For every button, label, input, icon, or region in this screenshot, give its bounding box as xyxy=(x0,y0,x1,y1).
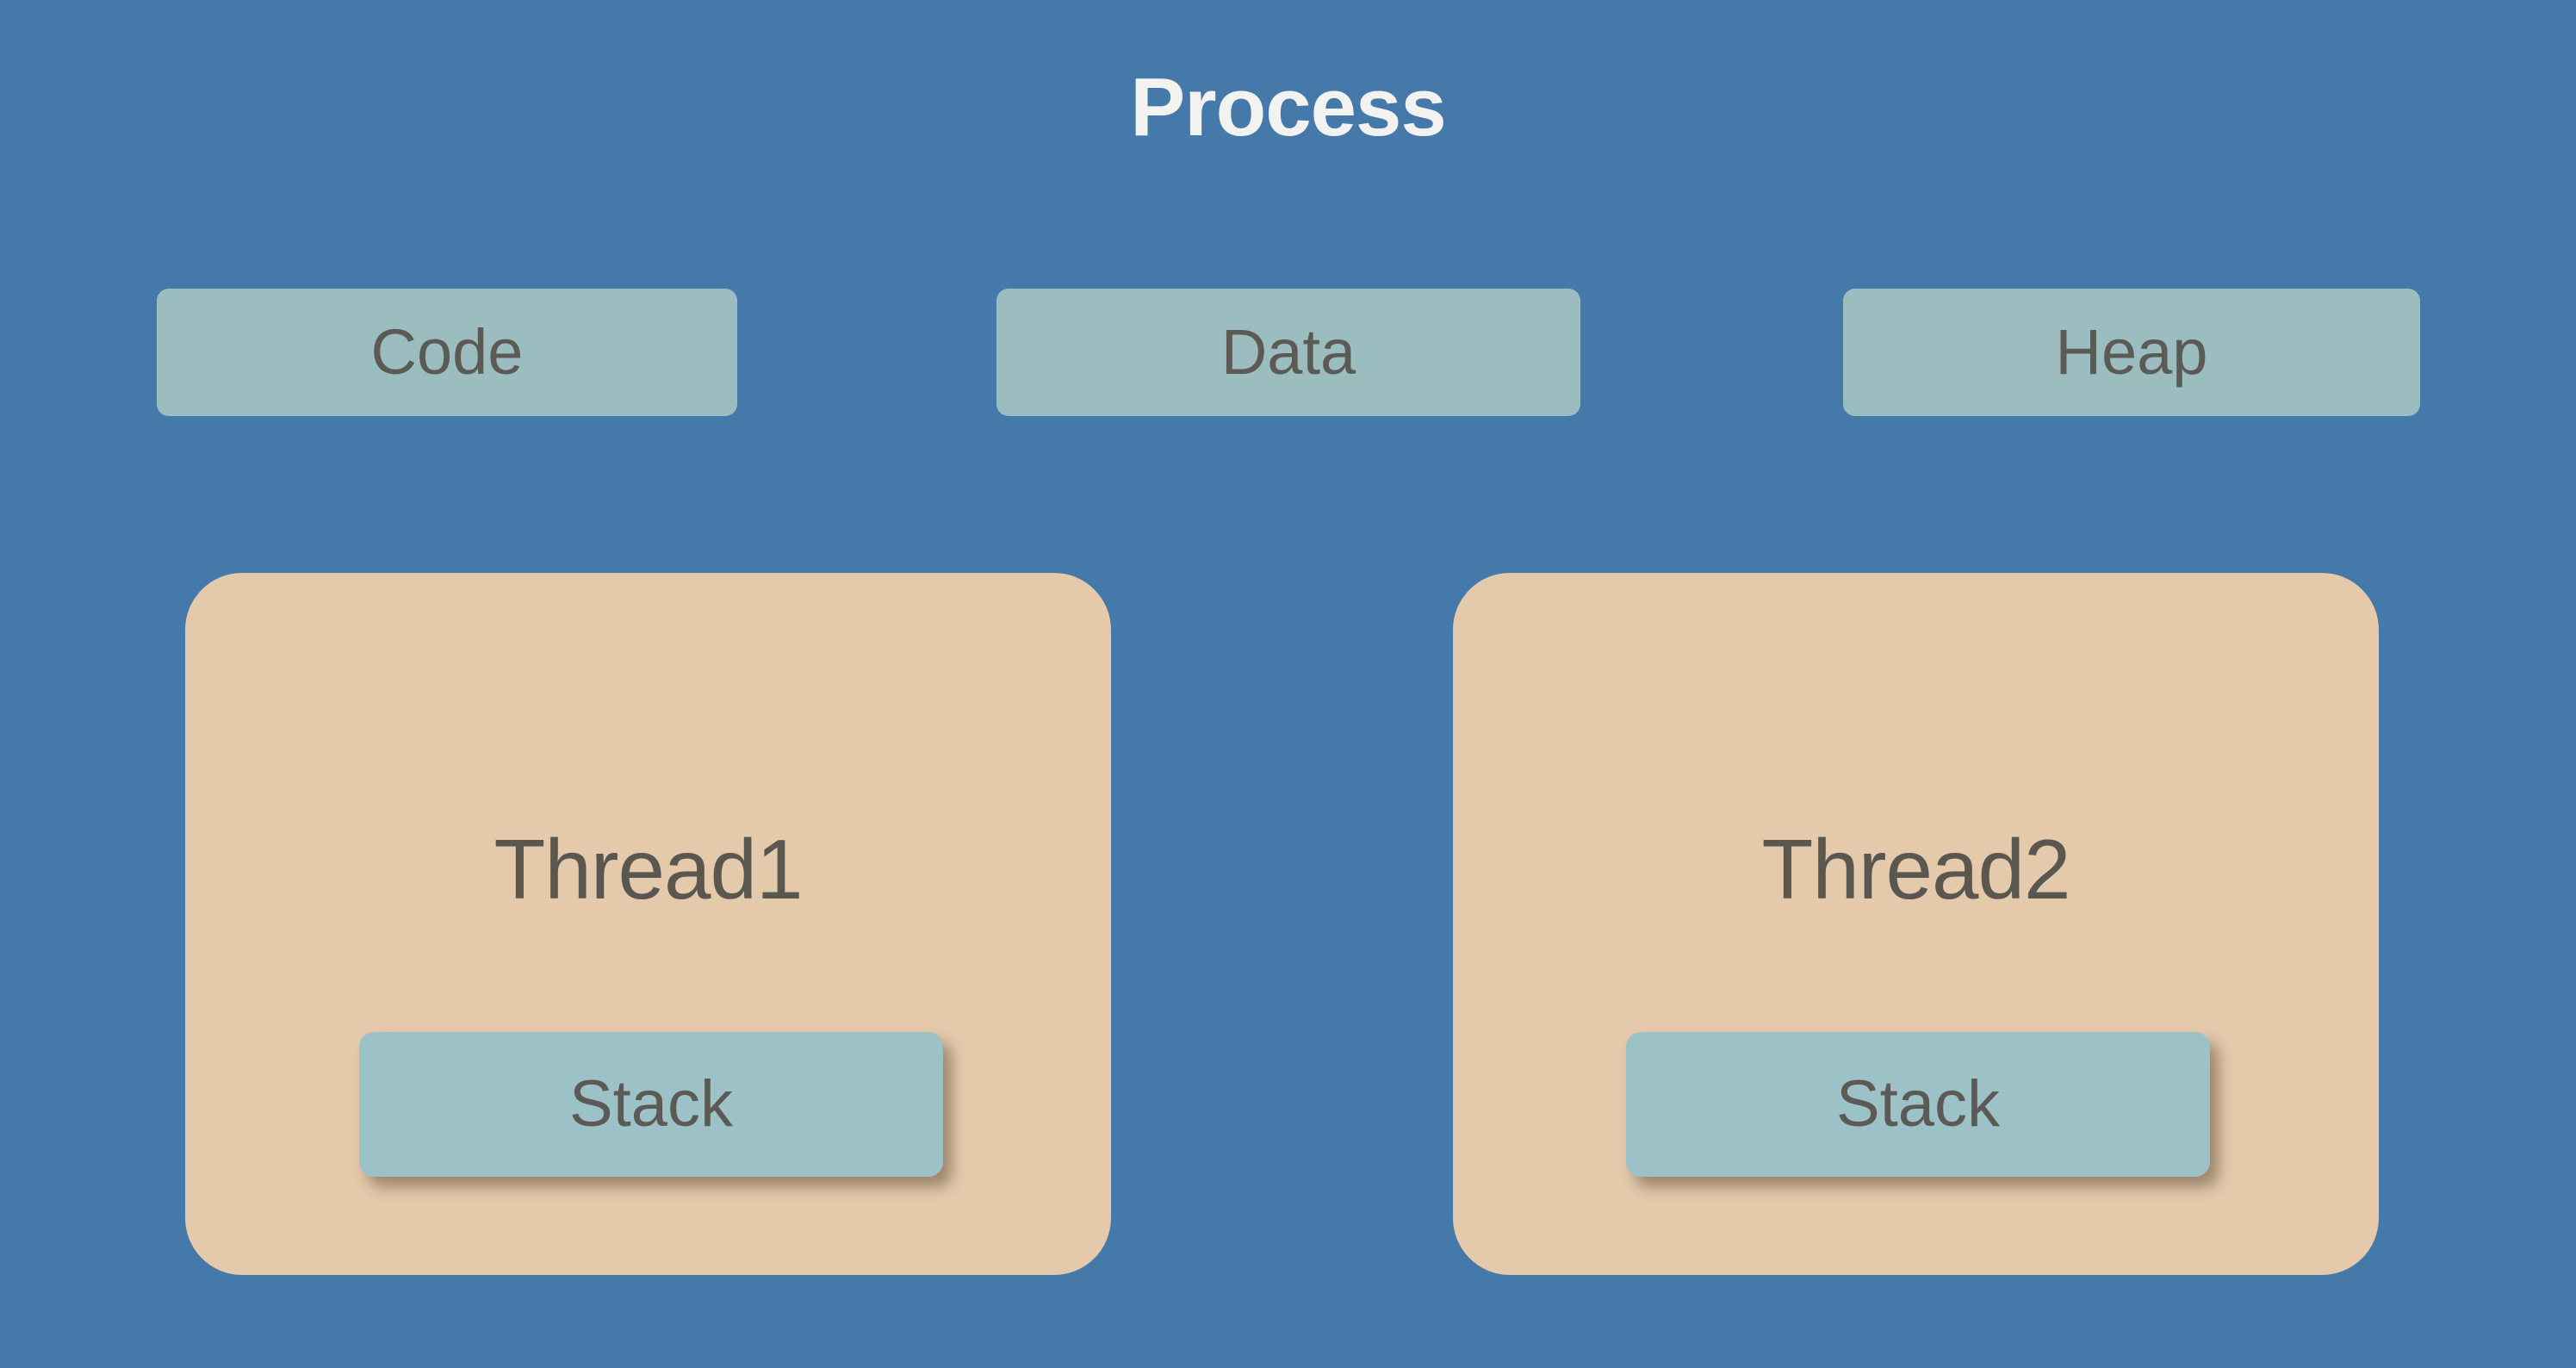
segment-box-code: Code xyxy=(157,289,737,416)
thread-label-2: Thread2 xyxy=(1761,822,2070,917)
thread-label-1: Thread1 xyxy=(493,822,803,917)
stack-label-thread-1: Stack xyxy=(568,1067,734,1141)
stack-box-thread-1: Stack xyxy=(359,1032,943,1177)
page-title: Process xyxy=(1130,61,1447,153)
thread-box-1: Thread1 Stack xyxy=(185,573,1111,1275)
segment-label-data: Data xyxy=(1220,316,1356,388)
thread-box-2: Thread2 Stack xyxy=(1453,573,2379,1275)
segment-label-code: Code xyxy=(370,316,524,388)
segment-box-heap: Heap xyxy=(1843,289,2420,416)
stack-box-thread-2: Stack xyxy=(1626,1032,2210,1177)
segment-box-data: Data xyxy=(996,289,1580,416)
stack-label-thread-2: Stack xyxy=(1835,1067,2001,1141)
segment-label-heap: Heap xyxy=(2055,316,2208,388)
